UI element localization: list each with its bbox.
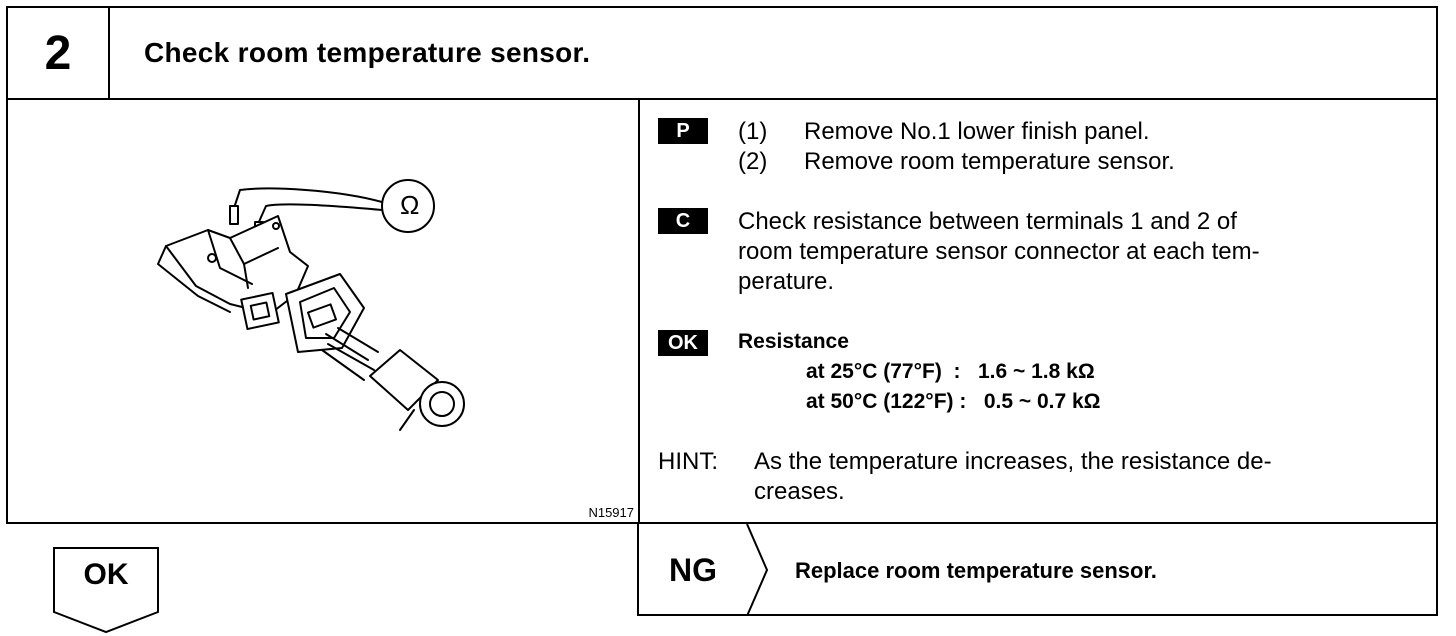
p-step-2-text: Remove room temperature sensor. [804,148,1175,175]
step-number-cell: 2 [8,8,110,98]
p-step-1-text: Remove No.1 lower finish panel. [804,118,1150,145]
ok-result-box: OK [52,546,160,634]
ok-title: Resistance [738,330,849,353]
p-tag: P [658,118,708,144]
hint-line-2: creases. [754,478,845,505]
hint-line-1: As the temperature increases, the resist… [754,448,1272,475]
p-step-1: (1) Remove No.1 lower finish panel. [738,118,1150,146]
step-frame: 2 Check room temperature sensor. [6,6,1438,524]
step-number: 2 [44,26,72,80]
figure-code: N15917 [588,505,634,520]
spec-50c: at 50°C (122°F) : 0.5 ~ 0.7 kΩ [806,390,1101,413]
ok-result-label: OK [83,558,129,591]
hint-label: HINT: [658,448,718,475]
ok-tag: OK [658,330,708,356]
ng-result-box: NG Replace room temperature sensor. [637,524,1438,616]
c-line-2: room temperature sensor connector at eac… [738,238,1260,265]
p-step-2: (2) Remove room temperature sensor. [738,148,1175,176]
c-line-3: perature. [738,268,835,295]
ng-chevron-divider [746,524,769,616]
sensor-illustration: Ω N15917 [8,98,640,524]
c-line-1: Check resistance between terminals 1 and… [738,208,1237,235]
procedure-panel: P (1) Remove No.1 lower finish panel. (2)… [640,98,1436,522]
p-step-2-num: (2) [738,148,768,175]
step-header: 2 Check room temperature sensor. [8,8,1436,100]
spec-25c: at 25°C (77°F) : 1.6 ~ 1.8 kΩ [806,360,1095,383]
sensor-connector-drawing [157,179,465,431]
ng-result-action: Replace room temperature sensor. [795,558,1157,583]
step-title: Check room temperature sensor. [144,37,591,68]
ng-result-label: NG [669,552,717,588]
p-step-1-num: (1) [738,118,768,145]
c-tag: C [658,208,708,234]
ok-arrow-shape [53,547,159,634]
ohmmeter-symbol: Ω [400,190,420,220]
